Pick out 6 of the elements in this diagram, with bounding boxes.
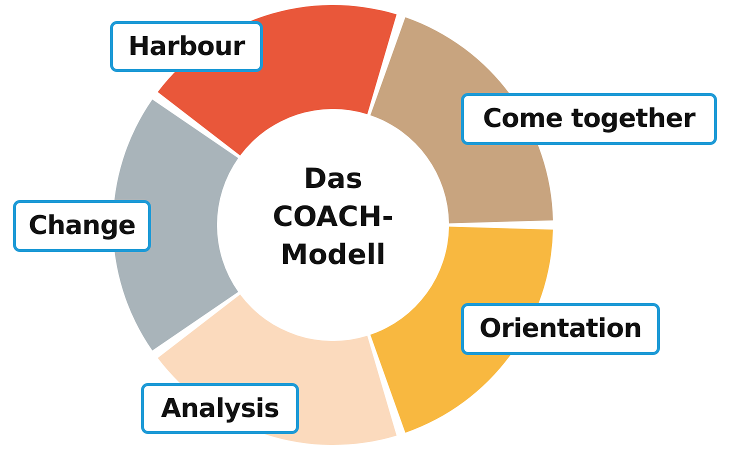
segment-label: Orientation — [461, 303, 660, 355]
segment-label: Change — [13, 200, 151, 252]
segment-label: Come together — [461, 93, 717, 145]
segment-label: Analysis — [141, 383, 299, 434]
segment-label: Harbour — [110, 21, 263, 72]
center-title: Das COACH-Modell — [268, 160, 398, 274]
